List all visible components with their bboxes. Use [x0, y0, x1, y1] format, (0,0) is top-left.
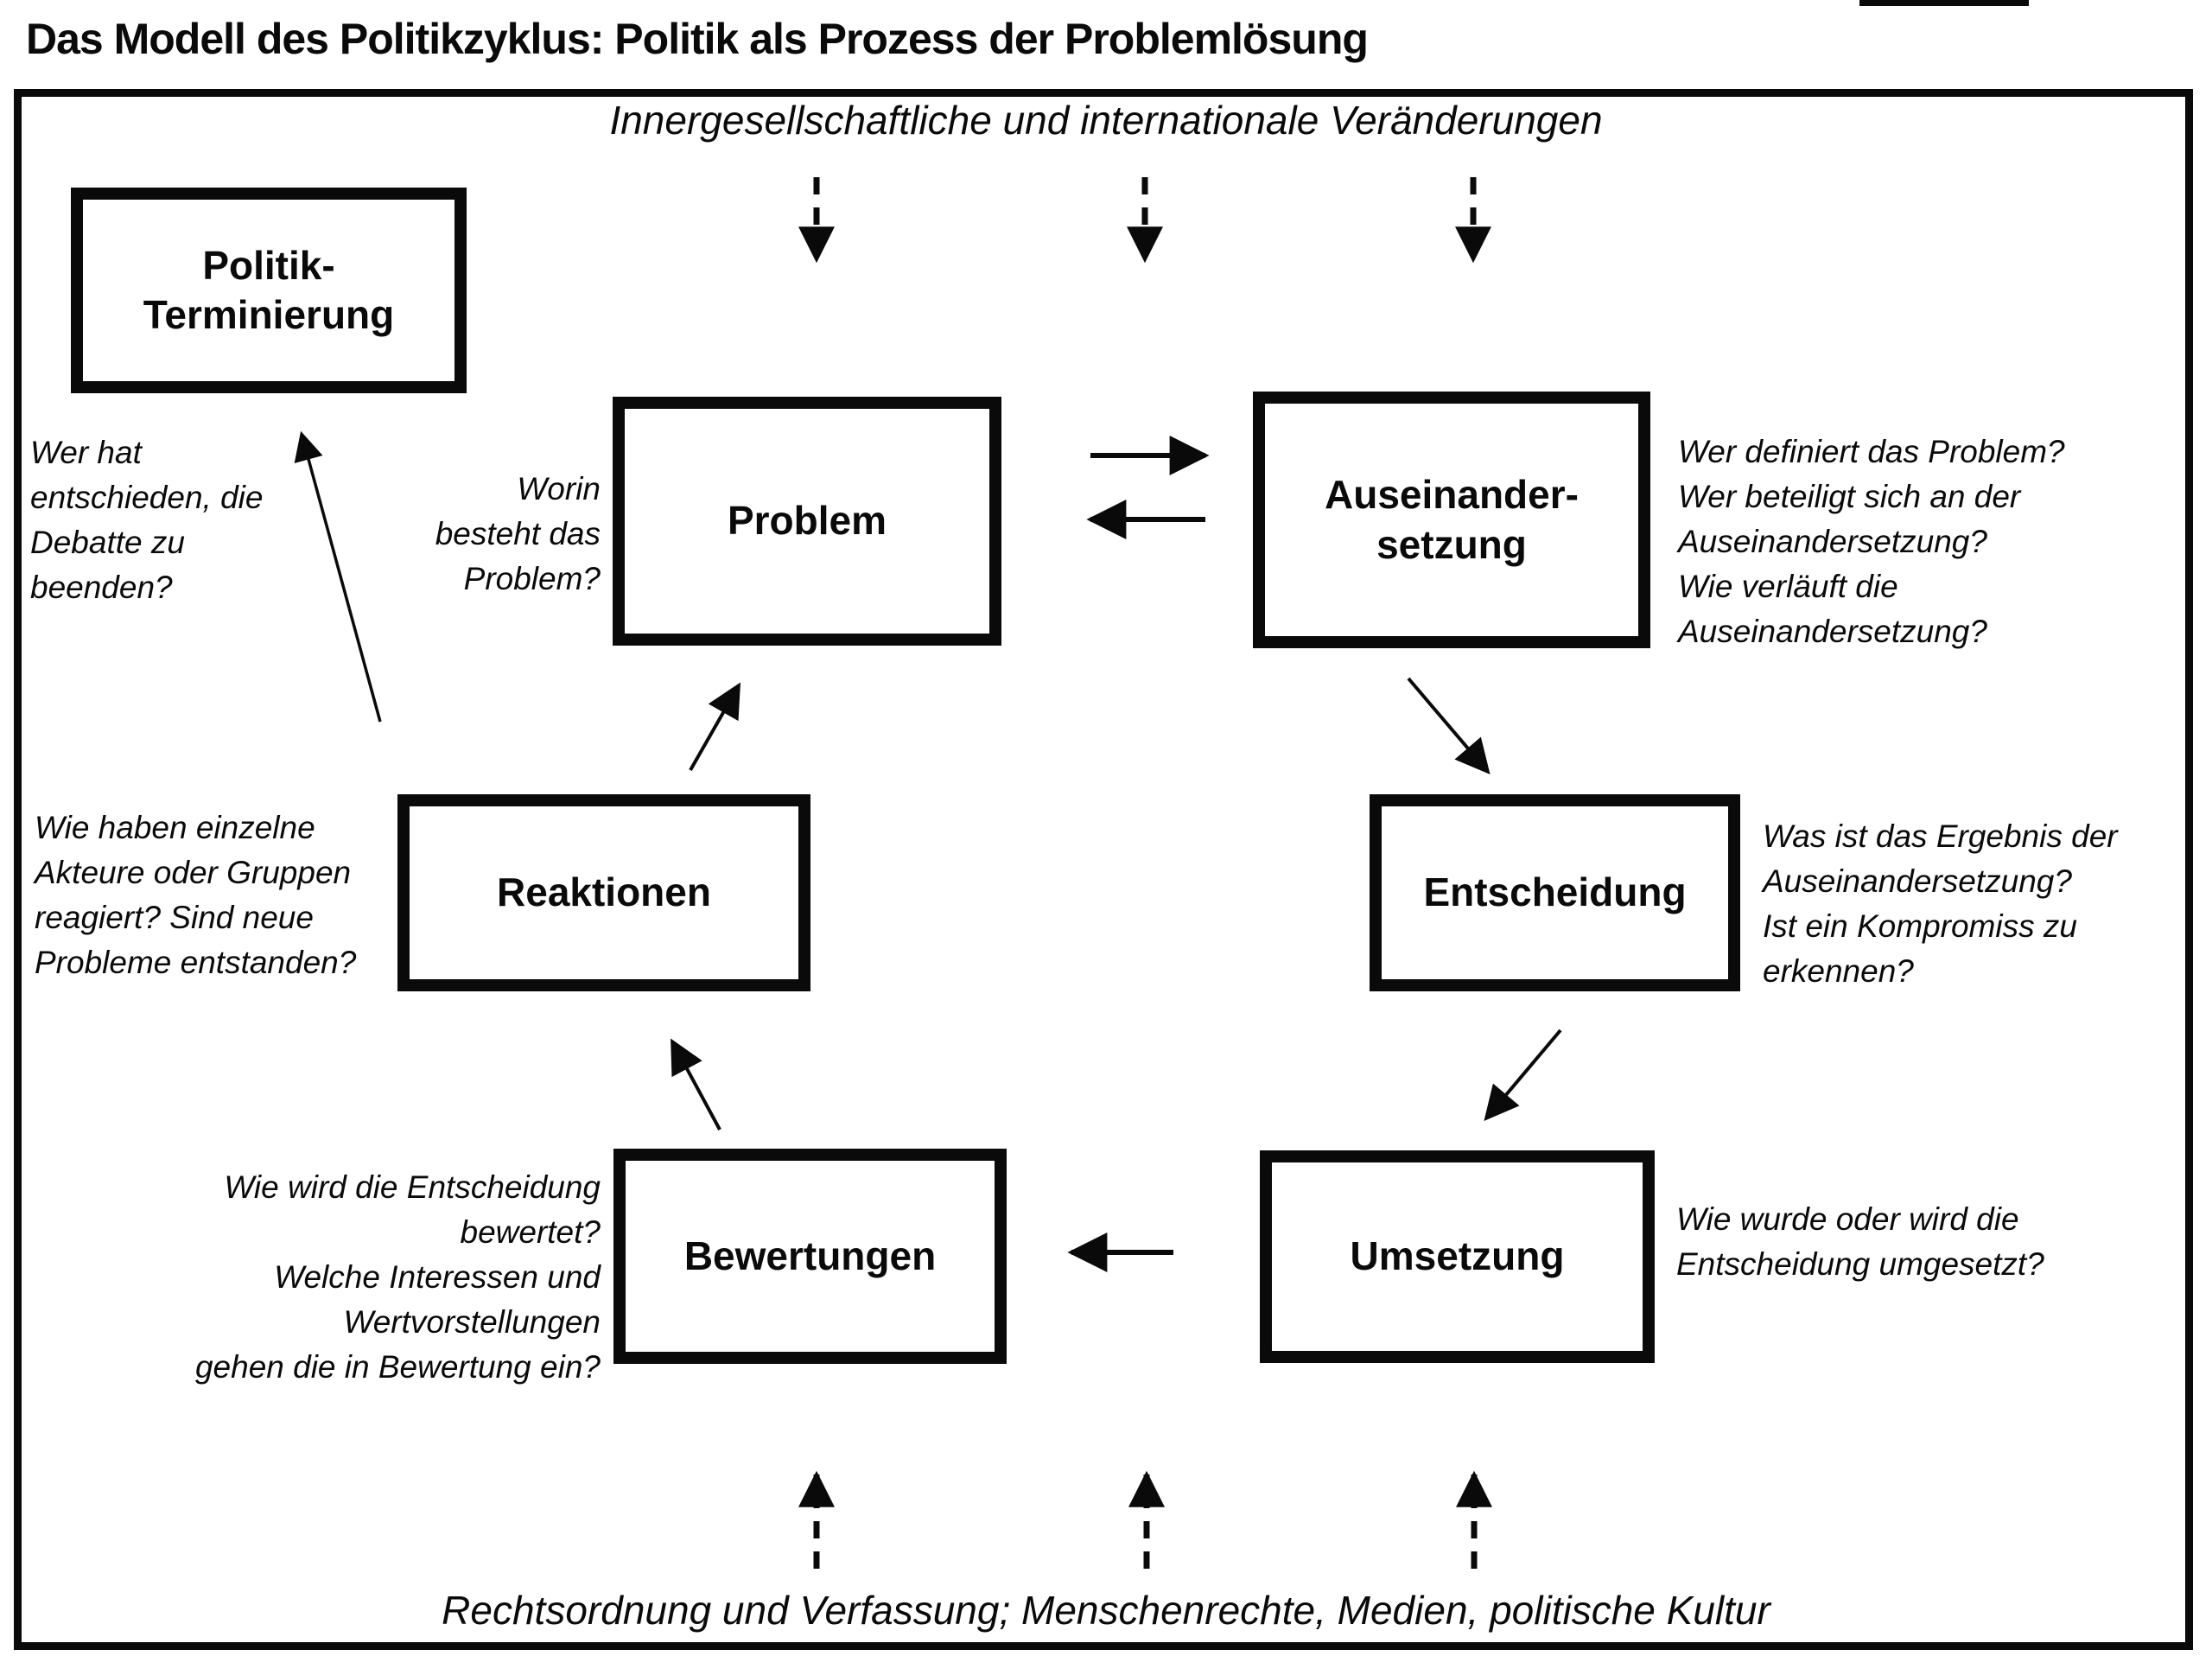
question-auseinandersetzung: Wer definiert das Problem? Wer beteiligt…	[1678, 434, 2065, 649]
page-title: Das Modell des Politikzyklus: Politik al…	[26, 15, 1369, 63]
question-reaktionen: Wie haben einzelne Akteure oder Gruppen …	[35, 810, 357, 980]
diagram-frame	[14, 89, 2193, 1650]
scan-artifact-bar	[1859, 0, 2029, 6]
question-entscheidung: Was ist das Ergebnis der Auseinandersetz…	[1763, 818, 2118, 989]
box-umsetzung: Umsetzung	[1260, 1150, 1655, 1363]
box-politik-terminierung: Politik- Terminierung	[71, 188, 467, 393]
box-reaktionen: Reaktionen	[397, 794, 810, 991]
bottom-environment-label: Rechtsordnung und Verfassung; Menschenre…	[442, 1588, 1770, 1633]
box-auseinandersetzung: Auseinander- setzung	[1253, 392, 1650, 648]
question-politik-terminierung: Wer hat entschieden, die Debatte zu been…	[30, 435, 264, 605]
box-problem: Problem	[613, 397, 1001, 646]
box-entscheidung: Entscheidung	[1370, 794, 1740, 991]
question-umsetzung: Wie wurde oder wird die Entscheidung umg…	[1676, 1201, 2044, 1282]
box-bewertungen: Bewertungen	[613, 1149, 1007, 1364]
question-problem: Worin besteht das Problem?	[435, 471, 601, 596]
top-environment-label: Innergesellschaftliche und international…	[609, 98, 1603, 143]
question-bewertungen: Wie wird die Entscheidung bewertet? Welc…	[194, 1169, 601, 1385]
